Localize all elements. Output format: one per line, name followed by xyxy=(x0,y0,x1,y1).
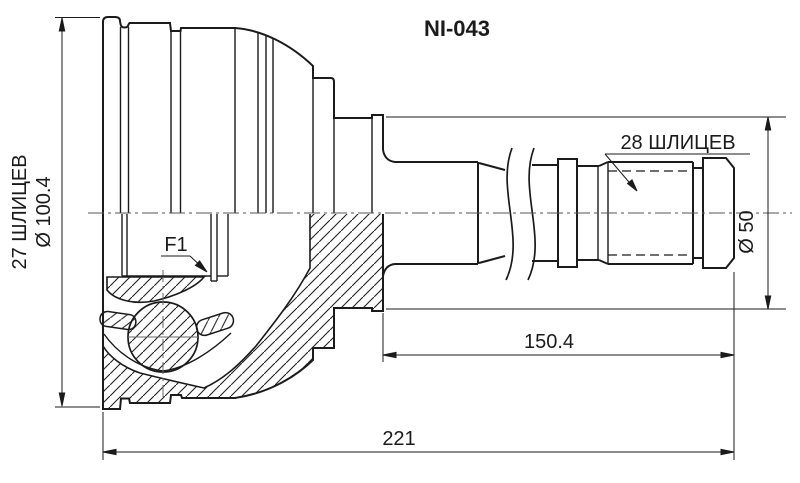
shaft-outline xyxy=(382,147,735,281)
spline-minor-diameter-lines xyxy=(608,170,693,256)
outer-splines-label: 27 ШЛИЦЕВ xyxy=(9,154,31,269)
ball-section xyxy=(127,270,199,398)
spline-to-end-dimension: 150.4 xyxy=(524,331,574,353)
outer-diameter-label: Ø 100.4 xyxy=(33,176,55,247)
bore-detail-lines xyxy=(121,214,229,282)
inner-race-section xyxy=(106,276,206,304)
total-length-dimension: 221 xyxy=(382,428,415,450)
housing-surface-lines xyxy=(119,27,373,213)
housing-outline xyxy=(102,16,384,214)
shaft-splines-label: 28 ШЛИЦЕВ xyxy=(620,132,735,154)
housing-section-hatch xyxy=(102,214,384,410)
shaft-diameter-label: Ø 50 xyxy=(736,210,758,253)
dimension-lines xyxy=(55,17,786,460)
groove-code-label: F1 xyxy=(164,234,187,256)
part-number-title: NI-043 xyxy=(424,16,490,41)
